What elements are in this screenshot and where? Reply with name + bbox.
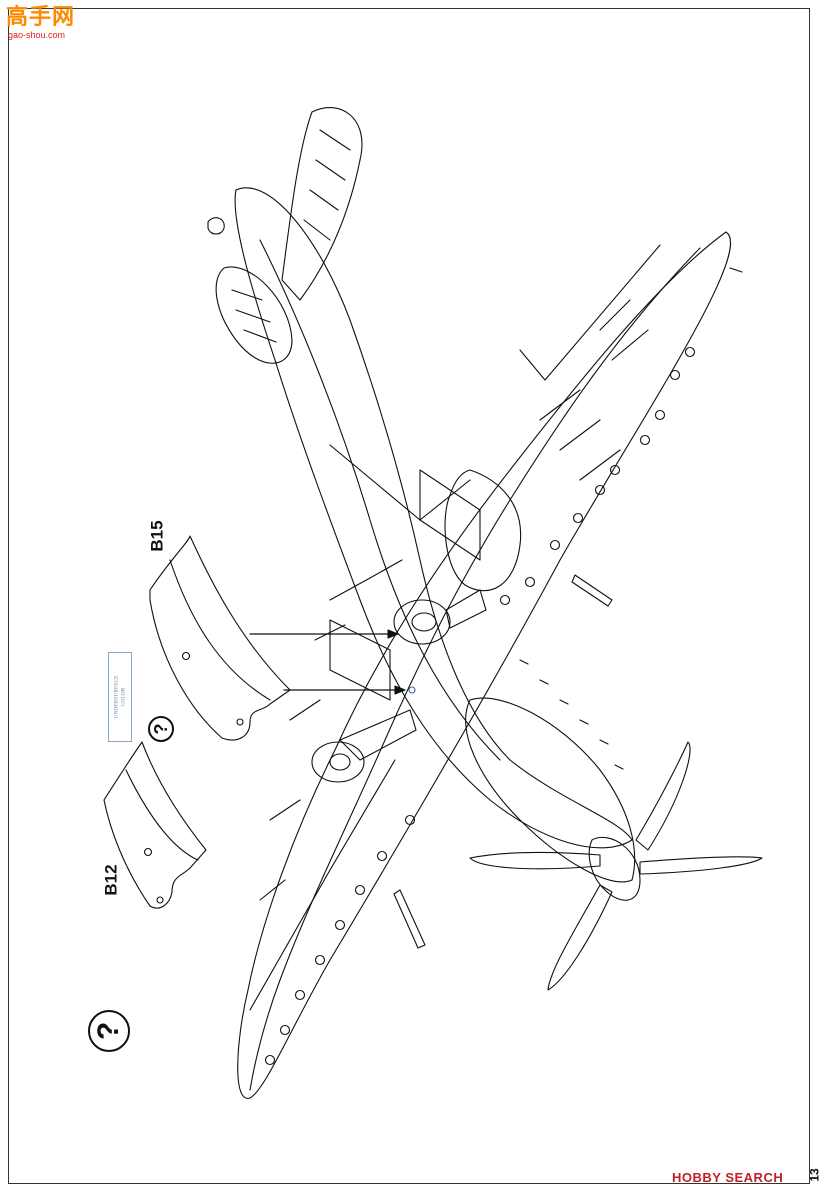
tail-wheel <box>207 217 225 235</box>
site-logo: 高手网 gao-shou.com <box>6 5 76 41</box>
cannon-barrel <box>393 889 426 949</box>
part-b12-hole <box>143 847 153 857</box>
propeller-blade <box>469 851 601 870</box>
wing-access-holes <box>264 346 696 1066</box>
gear-leg <box>339 709 417 761</box>
cannon-barrel <box>729 267 743 273</box>
wheel-left <box>311 741 365 783</box>
arrow-b15-to-bay-head <box>394 685 406 695</box>
cowling-fasteners <box>519 659 624 770</box>
part-b15-hole <box>181 651 191 661</box>
wheel-right <box>393 599 451 645</box>
fuselage-centerline <box>259 239 501 761</box>
cannon-barrel <box>571 574 613 607</box>
propeller-blade <box>547 884 613 991</box>
hobby-search-watermark: HOBBY SEARCH <box>672 1170 784 1185</box>
part-b15-inner <box>169 559 271 701</box>
propeller-blade <box>635 741 691 851</box>
fuselage-outline <box>234 187 633 849</box>
arrow-b15-to-wheel-head <box>387 629 399 639</box>
question-callout-large: ? <box>88 1010 130 1052</box>
wing-leading-edge <box>249 247 701 1091</box>
radiator-housing <box>444 469 522 592</box>
question-callout-small: ? <box>148 716 174 742</box>
radiator-housing <box>419 469 481 561</box>
color-note-box: UNDERSURFACE COLOR <box>108 652 132 742</box>
part-b12-inner <box>125 769 199 861</box>
part-b12-shape <box>103 741 207 909</box>
color-note-text: UNDERSURFACE COLOR <box>114 675 127 718</box>
propeller-blade <box>639 856 763 875</box>
page-frame <box>8 8 810 1184</box>
color-note-line2: COLOR <box>120 687 126 707</box>
attachment-point <box>408 686 416 694</box>
page-number: 13 <box>807 1168 822 1182</box>
engine-cowling <box>465 697 636 883</box>
wing-panel-line <box>249 759 396 1011</box>
part-b15-hole <box>236 718 244 726</box>
wheel-left-hub <box>329 753 351 771</box>
horizontal-stabilizer <box>281 107 363 301</box>
part-label-b15: B15 <box>147 520 167 552</box>
horizontal-stabilizer <box>215 266 293 364</box>
part-b12-hole <box>156 896 164 904</box>
radiator-housing <box>329 619 391 701</box>
site-logo-text: 高手网 <box>6 5 76 30</box>
gear-leg <box>445 589 487 629</box>
panel-lines <box>259 299 649 901</box>
wing-panel-line <box>329 444 471 521</box>
part-b15-shape <box>149 535 291 741</box>
site-logo-url: gao-shou.com <box>8 30 66 40</box>
elevator-ribs <box>231 129 351 343</box>
wing-flap-line <box>519 244 661 381</box>
wheel-right-hub <box>411 612 437 632</box>
wing-outline <box>237 231 732 1099</box>
part-label-b12: B12 <box>101 864 121 896</box>
spinner <box>588 836 641 901</box>
color-note-line1: UNDERSURFACE <box>113 675 120 719</box>
